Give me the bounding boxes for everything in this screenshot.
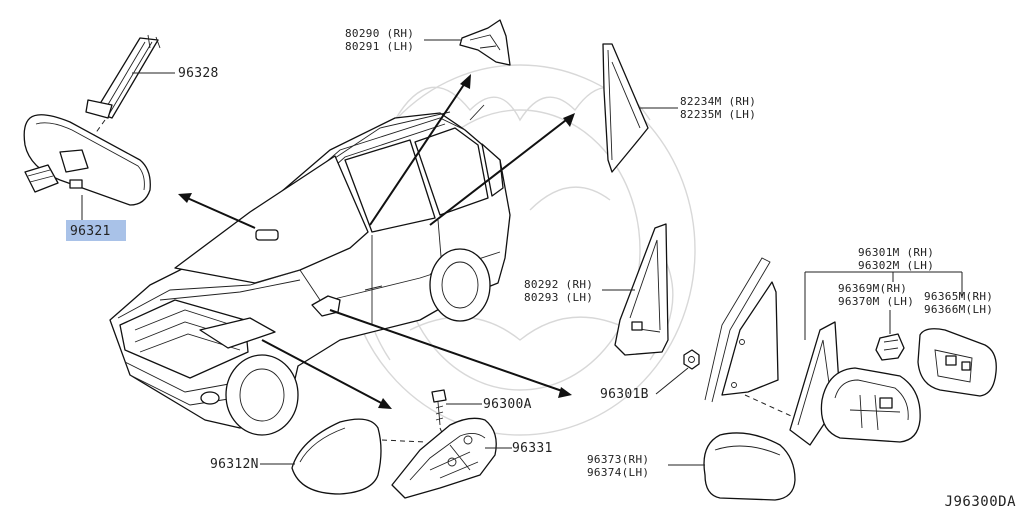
vehicle-illustration [109,104,511,436]
part-96321-inside-mirror [23,114,151,206]
part-82234m-sash [602,43,649,173]
part-96301m-mirror-assembly [789,321,921,446]
label-96321: 96321 [70,224,111,239]
label-96301b: 96301B [600,387,649,402]
label-80290: 80290 (RH) [345,27,414,40]
part-96301b-nut [683,349,700,370]
label-80292: 80292 (RH) [524,278,593,291]
callout-arrows [178,74,575,409]
label-96365m: 96365M(RH) [924,290,993,303]
label-96374: 96374(LH) [587,466,649,479]
label-96300a: 96300A [483,397,532,412]
label-80293: 80293 (LH) [524,291,593,304]
label-96328: 96328 [178,66,219,81]
part-96328-bracket [85,34,161,119]
label-96321-highlight [66,220,126,241]
label-96331: 96331 [512,441,553,456]
part-96312n-cover [291,418,382,495]
label-80291: 80291 (LH) [345,40,414,53]
door-mount-outline [704,257,779,403]
label-96373: 96373(RH) [587,453,649,466]
part-96373-mirror-cover [703,432,796,501]
label-96366m: 96366M(LH) [924,303,993,316]
label-96301m: 96301M (RH) [858,246,934,259]
part-80290-corner-finisher [459,19,511,66]
label-96302m: 96302M (LH) [858,259,934,272]
part-96365m-mirror-glass [917,328,997,397]
leader-96301b [655,367,689,395]
diagram-code: J96300DA [945,494,1017,510]
label-96370m: 96370M (LH) [838,295,914,308]
label-82234m: 82234M (RH) [680,95,756,108]
part-96369m-actuator [875,333,905,361]
part-96331-mirror-base [391,417,497,499]
part-96300a-screw [431,389,447,426]
label-96369m: 96369M(RH) [838,282,907,295]
label-82235m: 82235M (LH) [680,108,756,121]
label-96312n: 96312N [210,457,259,472]
part-80292-corner-finisher [614,223,669,356]
